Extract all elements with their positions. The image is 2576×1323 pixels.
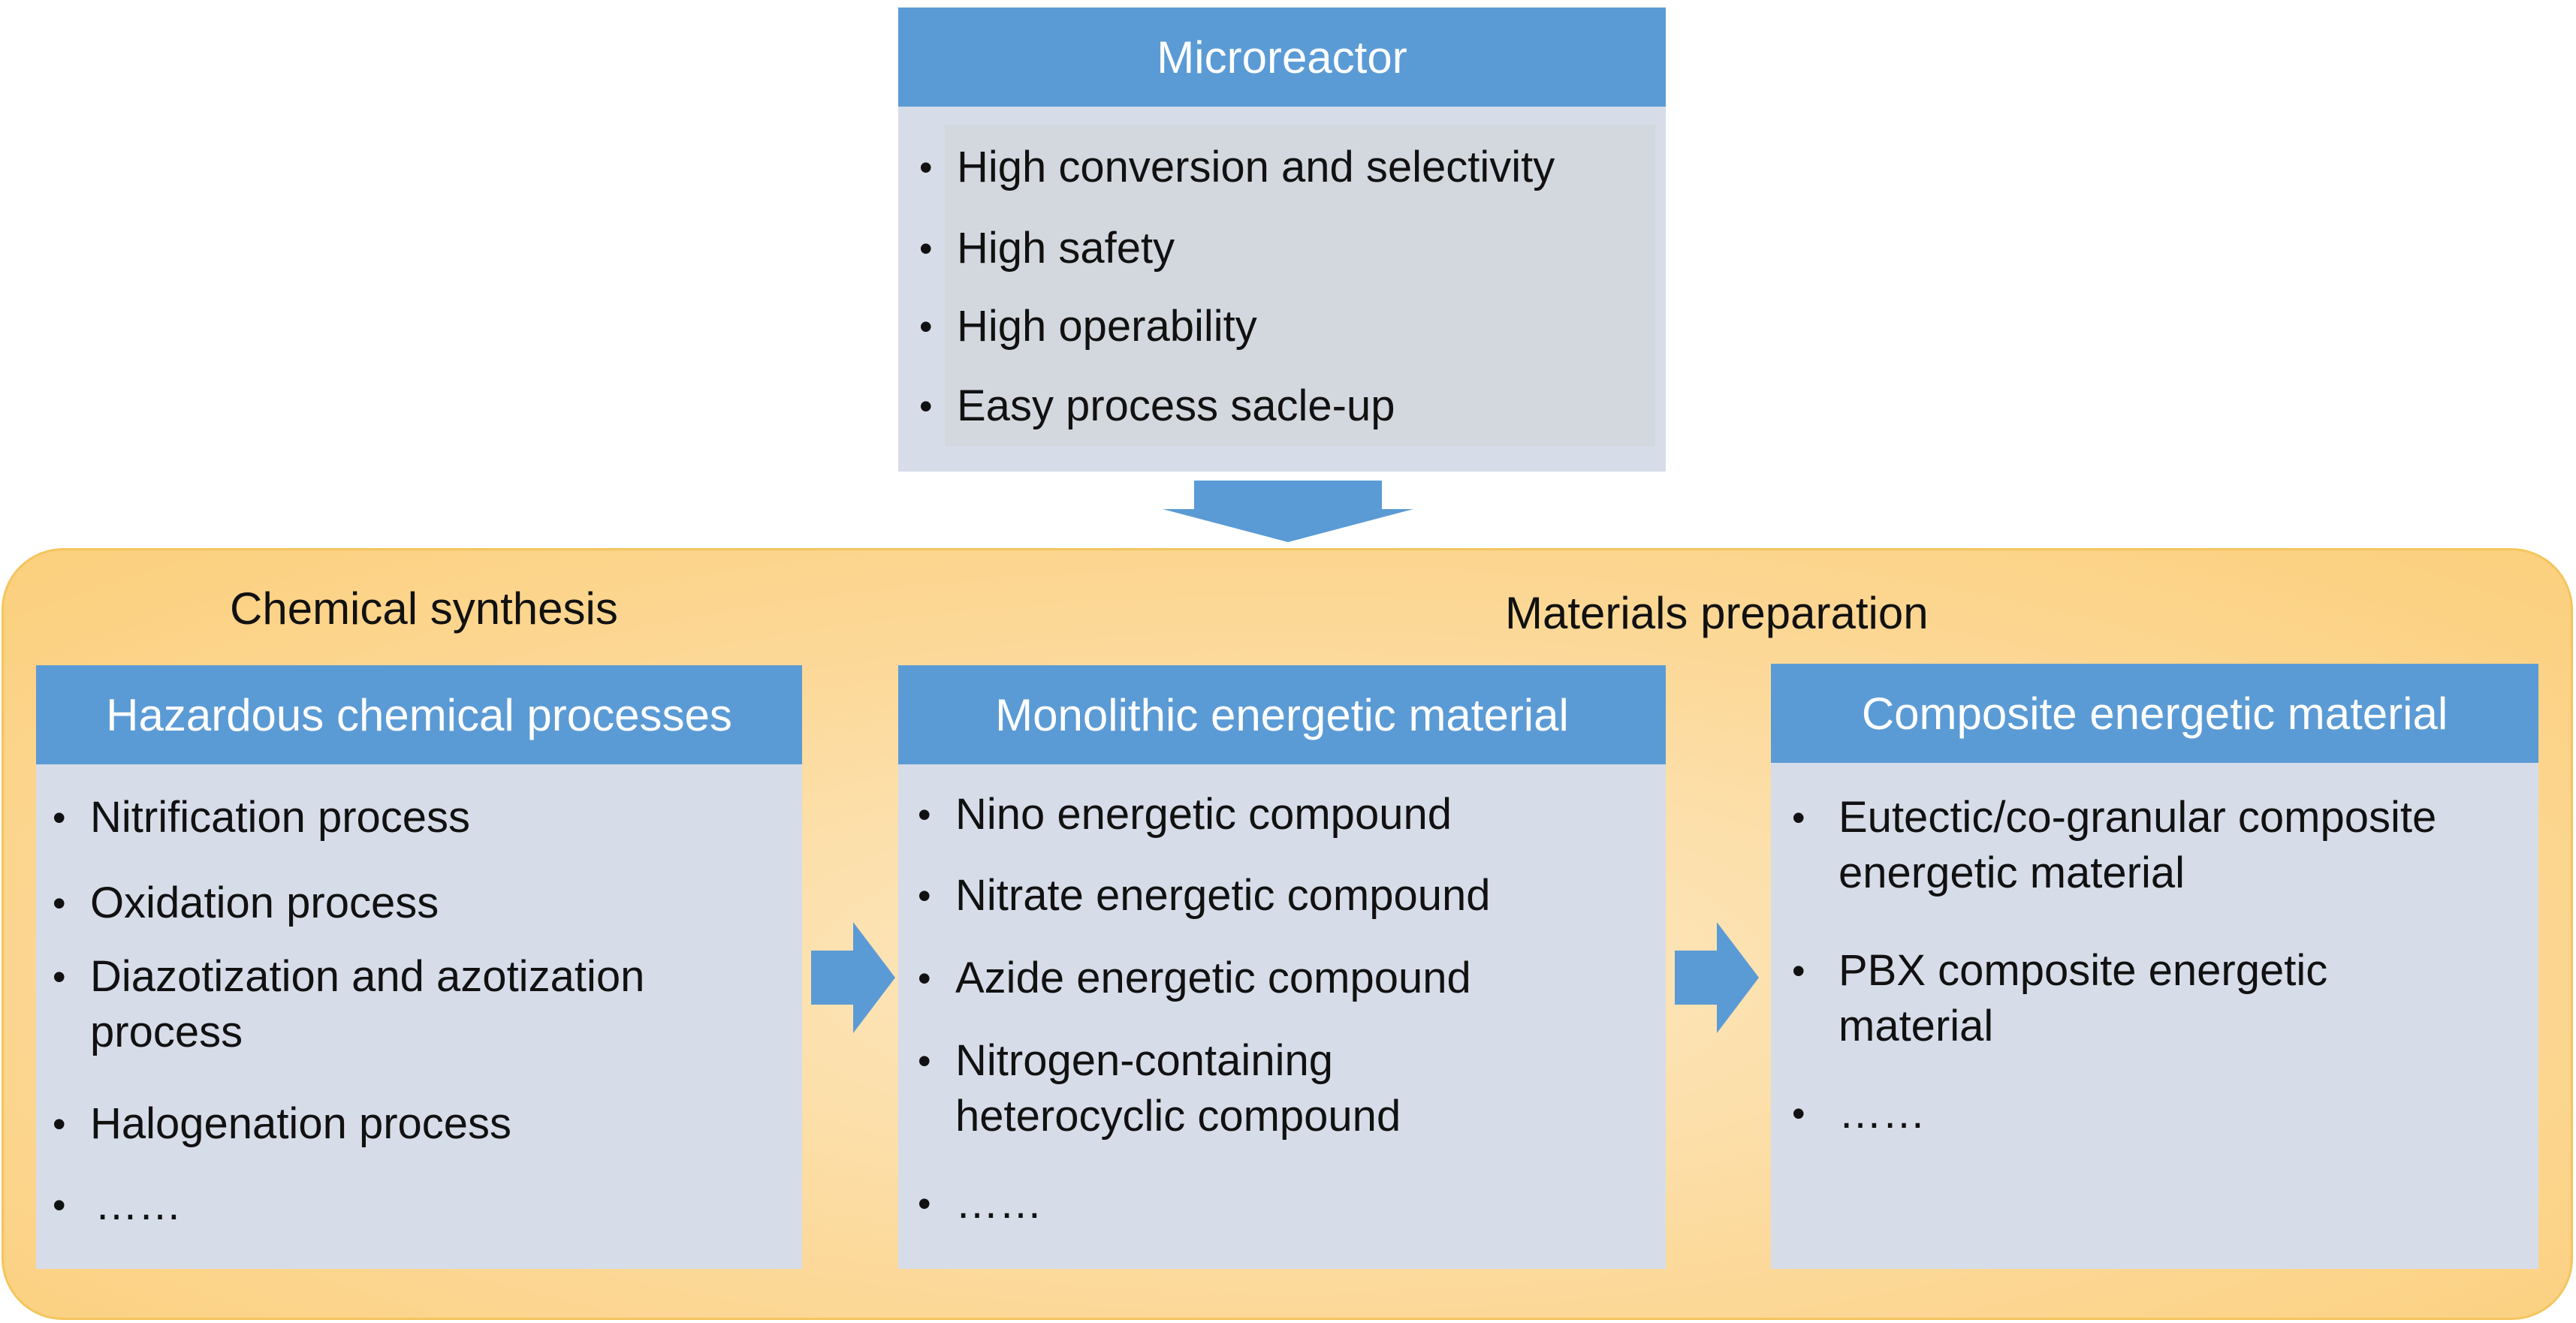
monolithic-list: • Nino energetic compound • Nitrate ener… [918,787,1654,1252]
right-arrow-icon [1675,922,1759,1033]
microreactor-panel: Microreactor • High conversion and selec… [898,8,1666,472]
bullet-icon: • [918,875,931,917]
composite-material-title: Composite energetic material [1771,664,2538,763]
composite-list: • Eutectic/co-granular composite energet… [1792,790,2528,1255]
bullet-icon: • [1792,950,1805,992]
right-arrow-icon [811,922,895,1033]
bullet-icon: • [919,228,933,270]
chemical-synthesis-label: Chemical synthesis [230,583,618,634]
bullet-icon: • [918,957,931,999]
hazardous-list: • Nitrification process • Oxidation proc… [53,790,789,1255]
bullet-icon: • [919,306,933,348]
composite-material-panel: Composite energetic material • Eutectic/… [1771,664,2538,1269]
monolithic-material-title: Monolithic energetic material [898,665,1666,764]
bullet-icon: • [1792,797,1805,839]
monolithic-material-panel: Monolithic energetic material • Nino ene… [898,665,1666,1269]
bullet-icon: • [918,1040,931,1082]
bullet-icon: • [918,1183,931,1225]
bullet-icon: • [53,1103,66,1145]
hazardous-processes-title: Hazardous chemical processes [36,665,802,764]
microreactor-list: • High conversion and selectivity • High… [919,140,1640,455]
materials-preparation-label: Materials preparation [1505,588,1929,638]
bullet-icon: • [53,882,66,924]
bullet-icon: • [53,1184,66,1226]
bullet-icon: • [919,385,933,427]
hazardous-processes-panel: Hazardous chemical processes • Nitrifica… [36,665,802,1269]
bullet-icon: • [53,956,66,998]
down-arrow-icon [1163,481,1413,542]
bullet-icon: • [919,146,933,188]
microreactor-list-background [945,125,1655,446]
bullet-icon: • [53,797,66,839]
microreactor-title: Microreactor [898,8,1666,107]
bullet-icon: • [1792,1092,1805,1135]
bullet-icon: • [918,794,931,836]
